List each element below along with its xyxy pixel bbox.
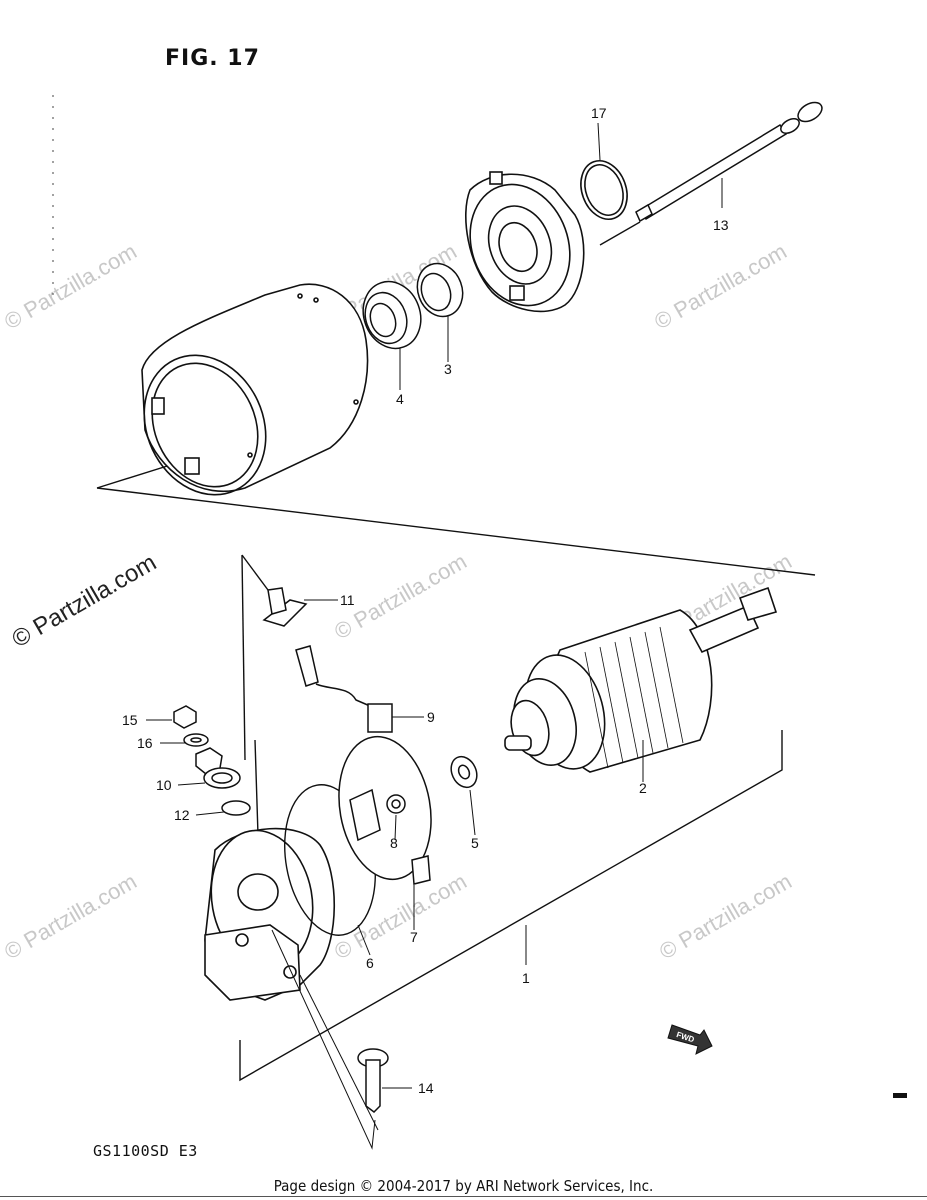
small-fasteners [173,705,251,816]
o-ring [580,160,628,220]
leader-lines [146,122,723,1150]
thrust-washer [450,755,478,789]
callout-6: 6 [366,955,374,971]
callout-labels: 17 13 4 3 11 9 15 16 10 12 2 5 8 6 7 1 1… [122,105,729,1096]
brush-plate [338,735,432,885]
callout-17: 17 [591,105,607,121]
armature [504,586,778,773]
end-cover-front [464,171,585,313]
callout-12: 12 [174,807,190,823]
callout-4: 4 [396,391,404,407]
callout-16: 16 [137,735,153,751]
bracket-lines [96,221,816,1082]
bearing [362,280,422,350]
callout-1: 1 [522,970,530,986]
watermark-text: © Partzilla.com [8,549,162,653]
callout-7: 7 [410,929,418,945]
watermark-text: © Partzilla.com [650,239,791,335]
footer-divider [0,1196,927,1197]
fwd-arrow-icon: FWD [667,1024,713,1055]
callout-10: 10 [156,777,172,793]
callout-15: 15 [122,712,138,728]
callout-14: 14 [418,1080,434,1096]
through-bolt [635,101,823,223]
callout-11: 11 [340,592,355,608]
callout-2: 2 [639,780,647,796]
watermark-text: © Partzilla.com [0,869,141,965]
rear-housing [204,827,336,1001]
oil-seal [416,262,464,318]
watermark-text: © Partzilla.com [0,239,141,335]
brush [295,645,393,733]
edge-mark [893,1093,907,1098]
model-code: GS1100SD E3 [93,1142,198,1160]
callout-8: 8 [390,835,398,851]
figure-title: FIG. 17 [165,46,260,71]
brush-clip [262,587,308,627]
callout-3: 3 [444,361,452,377]
screw [357,1048,389,1113]
motor-yoke [141,283,369,496]
callout-5: 5 [471,835,479,851]
watermark-text: © Partzilla.com [330,869,471,965]
callout-13: 13 [713,217,729,233]
watermark-text: © Partzilla.com [655,869,796,965]
footer-credit: Page design © 2004-2017 by ARI Network S… [273,1177,654,1195]
callout-9: 9 [427,709,435,725]
